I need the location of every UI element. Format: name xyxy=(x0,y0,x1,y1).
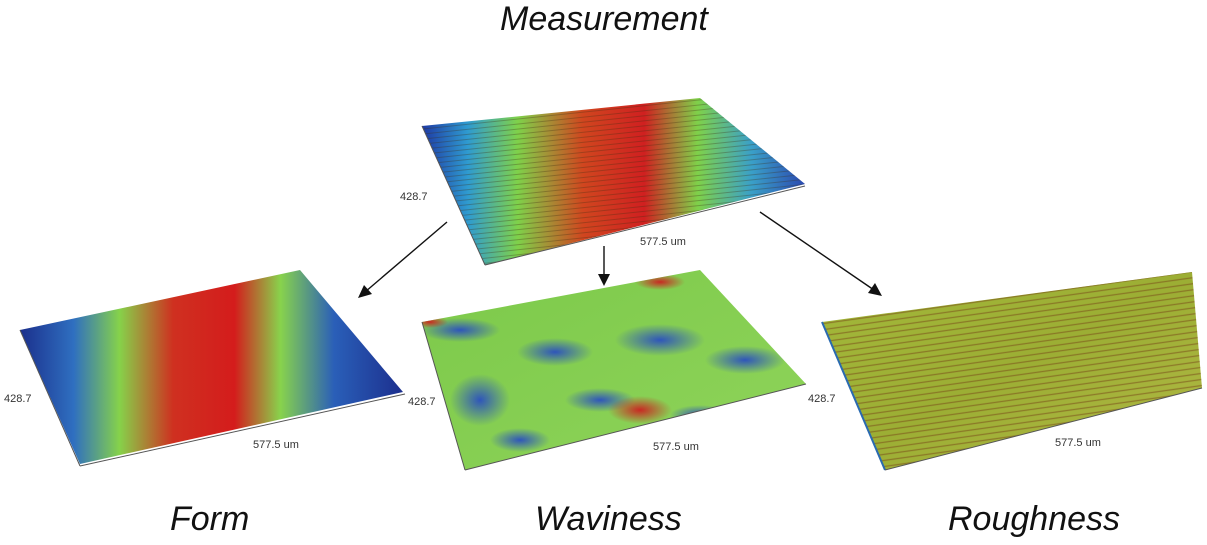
roughness-x-label: 577.5 um xyxy=(1055,437,1101,449)
waviness-y-label: 428.7 xyxy=(408,396,436,408)
title-measurement: Measurement xyxy=(500,0,708,38)
measurement-x-label: 577.5 um xyxy=(640,236,686,248)
title-form: Form xyxy=(170,500,250,538)
measurement-y-label: 428.7 xyxy=(400,191,428,203)
arrow-to-form xyxy=(358,221,448,298)
title-waviness: Waviness xyxy=(535,500,682,538)
title-roughness: Roughness xyxy=(948,500,1121,538)
arrow-to-waviness xyxy=(598,246,610,286)
waviness-surface xyxy=(421,270,807,471)
form-y-label: 428.7 xyxy=(4,393,32,405)
form-x-label: 577.5 um xyxy=(253,439,299,451)
measurement-surface xyxy=(421,98,806,266)
waviness-x-label: 577.5 um xyxy=(653,441,699,453)
arrow-to-roughness xyxy=(759,211,882,296)
roughness-y-label: 428.7 xyxy=(808,393,836,405)
roughness-surface xyxy=(821,272,1203,471)
form-surface xyxy=(19,270,406,467)
